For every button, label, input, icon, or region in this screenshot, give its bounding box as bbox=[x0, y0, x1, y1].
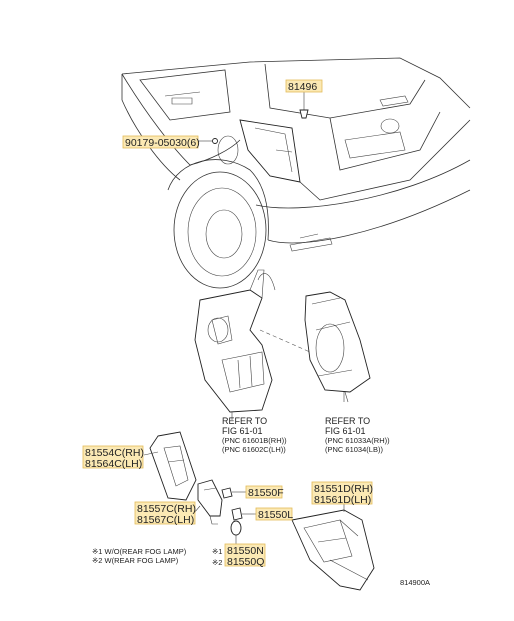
fig-right: FIG 61-01 bbox=[325, 426, 366, 436]
label-81557[interactable]: 81557C(RH) bbox=[137, 503, 196, 515]
mark-2: ※2 bbox=[212, 558, 222, 567]
pnc-left-2: (PNC 61602C(LH)) bbox=[222, 445, 286, 454]
refer-left: REFER TO bbox=[222, 416, 267, 426]
highlight-81551 bbox=[311, 481, 373, 505]
label-81550q[interactable]: 81550Q bbox=[227, 556, 264, 568]
highlight-81550nq bbox=[224, 543, 266, 567]
label-81561[interactable]: 81561D(LH) bbox=[314, 494, 371, 506]
label-81550n[interactable]: 81550N bbox=[227, 545, 264, 557]
highlight-81550l bbox=[255, 507, 293, 521]
label-81554[interactable]: 81554C(RH) bbox=[85, 447, 144, 459]
label-81551[interactable]: 81551D(RH) bbox=[314, 483, 373, 495]
label-81496[interactable]: 81496 bbox=[288, 81, 317, 93]
note-1: ※1 W/O(REAR FOG LAMP) bbox=[92, 547, 187, 556]
label-90179[interactable]: 90179-05030(6) bbox=[125, 137, 200, 149]
label-81550l[interactable]: 81550L bbox=[258, 509, 293, 521]
car-rear-illustration bbox=[121, 57, 471, 289]
highlight-81496 bbox=[285, 79, 323, 93]
bulb-81550f bbox=[221, 487, 248, 499]
label-81564[interactable]: 81564C(LH) bbox=[85, 458, 142, 470]
highlight-81554 bbox=[82, 445, 144, 469]
mark-1: ※1 bbox=[212, 547, 222, 556]
pnc-right-2: (PNC 61034(LB)) bbox=[325, 445, 383, 454]
refer-right: REFER TO bbox=[325, 416, 370, 426]
label-81550f[interactable]: 81550F bbox=[248, 487, 284, 499]
dashed-leader bbox=[259, 329, 311, 353]
diagram-id: 814900A bbox=[400, 578, 430, 587]
quarter-panel-left-illustration bbox=[194, 269, 276, 413]
quarter-panel-right-illustration bbox=[304, 291, 371, 403]
wiring-harness bbox=[197, 479, 223, 525]
note-2: ※2 W(REAR FOG LAMP) bbox=[92, 556, 179, 565]
bulb-81550l bbox=[231, 507, 254, 521]
lamp-socket-bracket bbox=[149, 431, 197, 501]
highlight-81557 bbox=[134, 501, 196, 525]
pnc-right-1: (PNC 61033A(RH)) bbox=[325, 436, 390, 445]
rear-combination-lamp bbox=[291, 504, 375, 591]
label-81567[interactable]: 81567C(LH) bbox=[137, 514, 194, 526]
pnc-left-1: (PNC 61601B(RH)) bbox=[222, 436, 287, 445]
highlight-81550f bbox=[245, 485, 283, 499]
fig-left: FIG 61-01 bbox=[222, 426, 263, 436]
bulb-81550n bbox=[230, 520, 242, 545]
highlight-90179 bbox=[122, 135, 199, 149]
